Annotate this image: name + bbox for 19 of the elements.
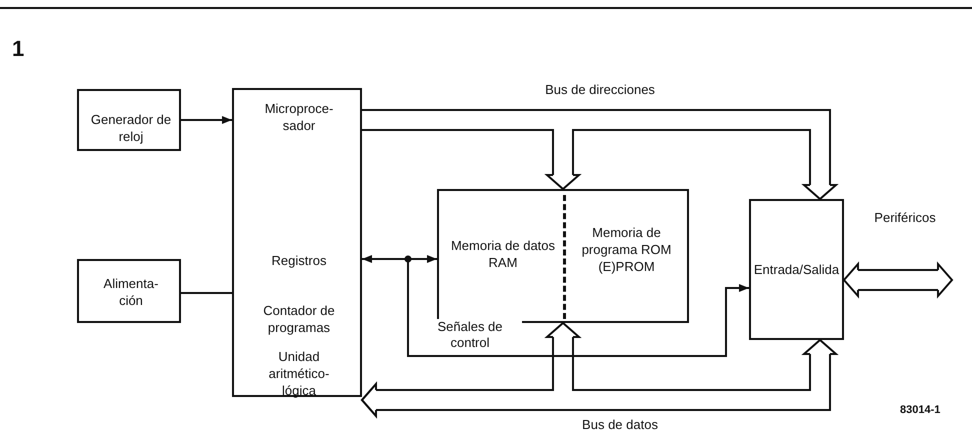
connector-line bbox=[181, 292, 232, 294]
arrow bbox=[362, 258, 749, 357]
block-box bbox=[232, 88, 362, 397]
node-label: Entrada/Salida bbox=[752, 261, 840, 278]
figure-code: 83014-1 bbox=[900, 404, 940, 416]
node-label: Alimenta-ción bbox=[102, 275, 160, 309]
arrow bbox=[362, 255, 437, 263]
block-box bbox=[77, 89, 181, 151]
node-label: Contador de programas bbox=[262, 302, 336, 336]
block-box bbox=[77, 259, 181, 323]
arrow bbox=[181, 116, 232, 124]
node-label: Microproce-sador bbox=[264, 100, 334, 134]
node-label: Memoria de datos RAM bbox=[450, 237, 556, 271]
node-label: Unidad aritmético-lógica bbox=[268, 348, 330, 399]
block-box bbox=[749, 199, 844, 340]
node-label: Memoria de programa ROM (E)PROM bbox=[580, 224, 672, 275]
node-label: Generador de reloj bbox=[90, 111, 172, 145]
node-label: Registros bbox=[270, 252, 328, 269]
figure-number: 1 bbox=[12, 36, 24, 62]
